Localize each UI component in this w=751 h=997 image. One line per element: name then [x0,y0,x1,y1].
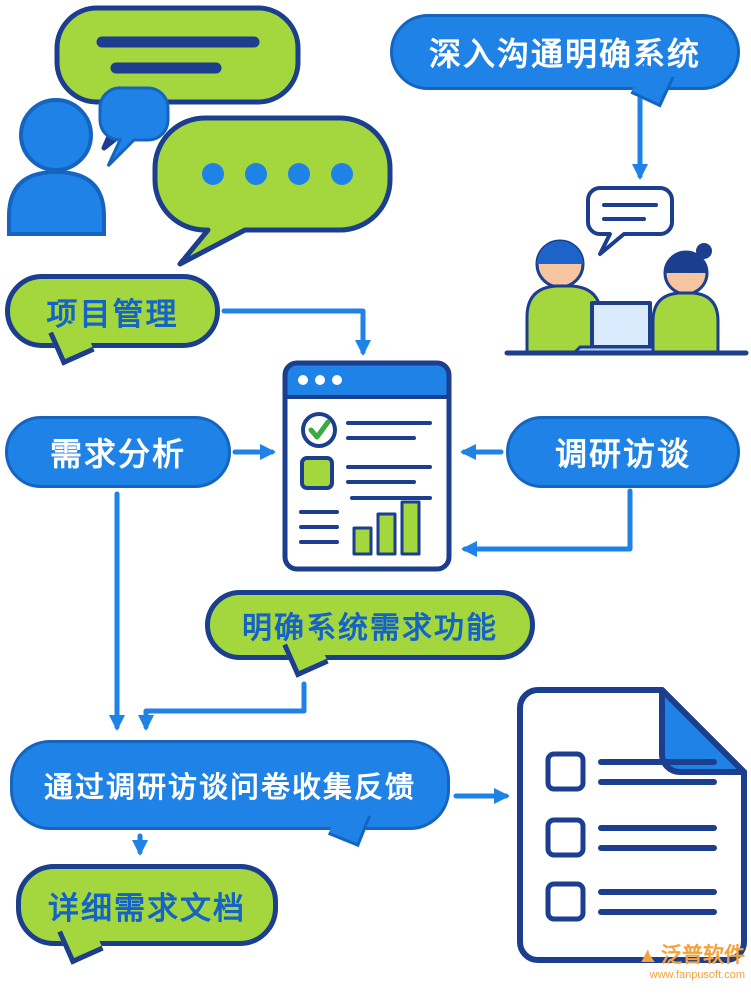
checkmark-icon [308,419,331,440]
connector-arrows [109,95,648,856]
page-fold-icon [659,687,747,775]
window-dot-icon [315,375,325,385]
checkbox-icon [545,881,586,922]
chat-bubble-dots-icon [152,115,393,267]
bubble-detailed-document: 详细需求文档 [16,864,278,946]
bubble-requirement-analysis: 需求分析 [5,416,231,488]
bubble-deep-communication: 深入沟通明确系统 [390,14,740,90]
person-right-body [651,291,720,354]
green-square-icon [300,456,334,490]
chat-bubble-lines-icon [54,5,301,151]
chat-bubble-small-icon [98,86,170,168]
bubble-research-interview: 调研访谈 [506,416,740,488]
document-illustration [517,687,747,963]
meeting-illustration [504,186,749,356]
window-dot-icon [298,375,308,385]
check-circle-icon [301,412,337,448]
bubble-clarify-functions: 明确系统需求功能 [205,590,535,660]
bubble-project-management: 项目管理 [5,274,220,348]
bar-chart-icon [352,526,373,556]
bubble-collect-feedback: 通过调研访谈问卷收集反馈 [10,740,450,830]
arrow-clarify-functions-to-feedback [138,681,307,731]
window-titlebar [285,363,449,397]
watermark: 泛普软件 www.fanpusoft.com [639,944,745,981]
dashboard-window-illustration [282,360,452,572]
arrow-interview-loop-to-window [461,488,633,557]
watermark-brand: 泛普软件 [661,944,745,967]
laptop-icon [590,301,652,349]
watermark-url: www.fanpusoft.com [649,969,745,982]
window-dot-icon [332,375,342,385]
checkbox-icon [545,751,586,792]
person-icon [7,98,106,236]
fanpu-logo-icon [641,948,655,962]
person-left-body [525,284,603,354]
checkbox-icon [545,817,586,858]
arrow-project-management-to-window [221,308,371,356]
